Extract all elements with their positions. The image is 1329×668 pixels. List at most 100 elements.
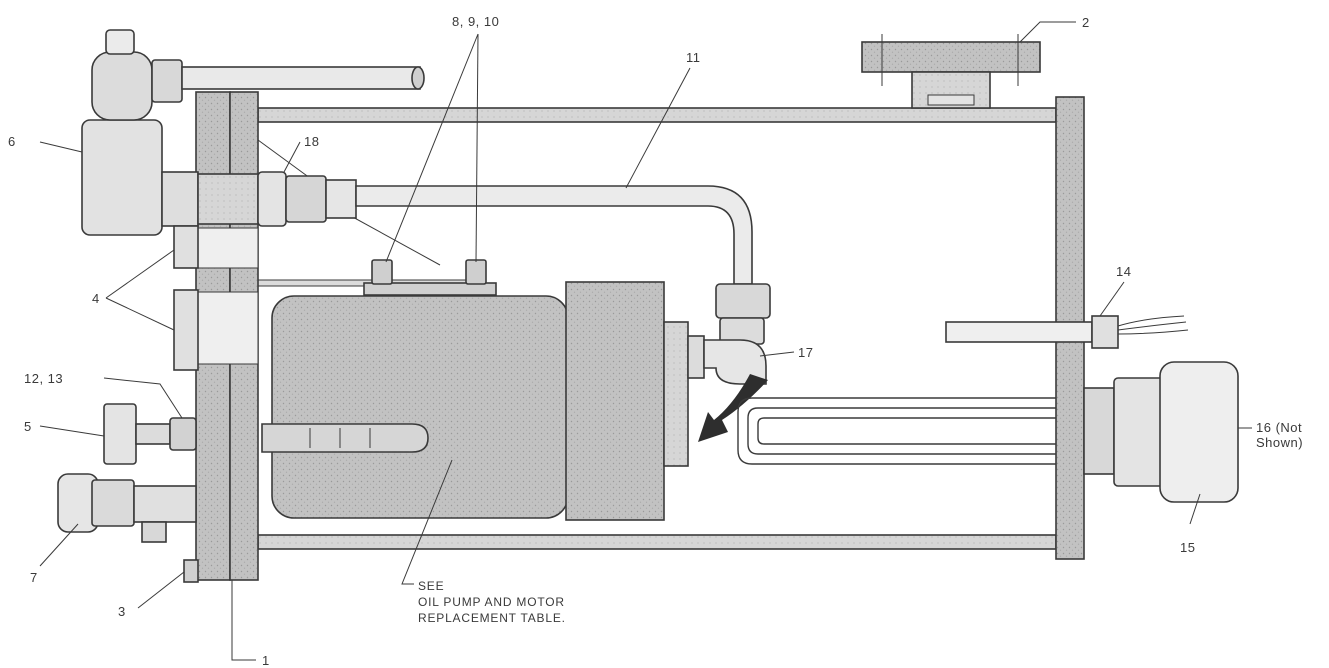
leader-17 [759, 351, 795, 357]
elbow-nut [151, 59, 183, 103]
label-2: 2 [1082, 15, 1090, 30]
drain-nut-12-13 [169, 417, 197, 451]
pump-motor [261, 259, 705, 521]
leader-1 [231, 580, 256, 661]
label-1: 1 [262, 653, 270, 668]
heater-cap [1159, 361, 1239, 503]
heater-coil-outer [737, 397, 1056, 465]
leader-8-9-10-a [385, 33, 479, 263]
motor-shaft-slot [261, 423, 429, 453]
fill-cap-flange [861, 41, 1041, 73]
sensor-wire-2 [1117, 321, 1187, 331]
note-line-3: REPLACEMENT TABLE. [418, 611, 566, 625]
return-tube [181, 66, 421, 90]
label-15: 15 [1180, 540, 1195, 555]
sensor-body [1091, 315, 1119, 349]
fill-cap-groove [927, 94, 975, 106]
fitting-18-nut [285, 175, 327, 223]
leader-4-b [105, 297, 175, 331]
label-14: 14 [1116, 264, 1131, 279]
leader-7 [39, 523, 79, 567]
pump-face [663, 321, 689, 467]
leader-14 [1099, 281, 1125, 317]
sensor-wire-1 [1117, 315, 1185, 327]
plug-boss [141, 521, 167, 543]
pump-housing [565, 281, 665, 521]
plug-hex [91, 479, 135, 527]
leader-18 [283, 141, 301, 173]
fitting-18-sleeve [325, 179, 357, 219]
fill-cap-part-2 [861, 34, 1041, 109]
return-tube-end [411, 66, 425, 90]
leader-2 [1019, 21, 1076, 43]
mount-bolt-left [371, 259, 393, 285]
motor-body [271, 295, 569, 519]
label-8-9-10: 8, 9, 10 [452, 14, 499, 29]
label-7: 7 [30, 570, 38, 585]
ports-part-4 [173, 225, 199, 371]
lower-port [173, 289, 199, 371]
heater-element-part-15 [737, 361, 1239, 503]
leader-4-a [105, 249, 175, 299]
heater-coil-inner [757, 417, 1056, 445]
leader-lines [39, 21, 1252, 661]
leader-6 [39, 141, 83, 153]
leader-5 [39, 425, 105, 437]
bulkhead-fitting [161, 171, 199, 227]
left-end-plate-part-1 [195, 91, 259, 581]
valve-body [81, 119, 163, 236]
tube-fitting-nut [715, 283, 771, 319]
fitting-18 [257, 171, 287, 227]
sensor-wire-3 [1117, 329, 1189, 335]
drain-valve-part-5 [103, 403, 197, 465]
replacement-note: SEE OIL PUMP AND MOTOR REPLACEMENT TABLE… [418, 579, 566, 625]
left-plate-window-2 [195, 291, 259, 365]
top-rail [257, 107, 1057, 123]
label-16-line2: Shown) [1256, 435, 1303, 450]
leader-note [401, 459, 453, 585]
label-11: 11 [686, 50, 701, 65]
bottom-rail [257, 534, 1057, 550]
bracket-brace-2 [339, 209, 441, 266]
motor-mount-strap [363, 282, 497, 296]
bulkhead-thread [197, 173, 259, 225]
plug-part-7 [57, 473, 197, 543]
label-12-13: 12, 13 [24, 371, 63, 386]
heater-coil-mid [747, 407, 1056, 455]
note-line-2: OIL PUMP AND MOTOR [418, 595, 565, 609]
pressure-tube [355, 185, 753, 285]
pressure-line-part-11 [161, 171, 771, 319]
sensor-part-14 [945, 315, 1189, 349]
plug-shank [133, 485, 197, 523]
leader-12-13 [103, 377, 183, 419]
heater-thread [1083, 387, 1115, 475]
callout-labels: 2 8, 9, 10 11 6 18 4 14 17 12, 13 5 16 (… [8, 14, 1303, 668]
note-line-1: SEE [418, 579, 444, 593]
mount-bolt-right [465, 259, 487, 285]
label-18: 18 [304, 134, 319, 149]
leader-8-9-10-b [475, 33, 479, 263]
heater-hex [1113, 377, 1165, 487]
label-5: 5 [24, 419, 32, 434]
elbow-cap [105, 29, 135, 55]
sensor-probe [945, 321, 1093, 343]
label-16-line1: 16 (Not [1256, 420, 1302, 435]
elbow-valve-part-6 [81, 29, 425, 236]
upper-port [173, 225, 199, 269]
label-3: 3 [118, 604, 126, 619]
leader-11 [625, 67, 691, 189]
leader-15 [1189, 493, 1201, 525]
drain-handle [103, 403, 137, 465]
pump-outlet-port [687, 335, 705, 379]
rotation-arrow [698, 374, 768, 442]
label-17: 17 [798, 345, 813, 360]
label-6: 6 [8, 134, 16, 149]
left-plate-window-1 [195, 227, 259, 269]
leader-3 [137, 571, 185, 609]
elbow-top [91, 51, 153, 121]
label-4: 4 [92, 291, 100, 306]
elbow-fitting-part-17 [703, 317, 767, 385]
bolt-part-3 [183, 559, 199, 583]
drain-stem [135, 423, 171, 445]
